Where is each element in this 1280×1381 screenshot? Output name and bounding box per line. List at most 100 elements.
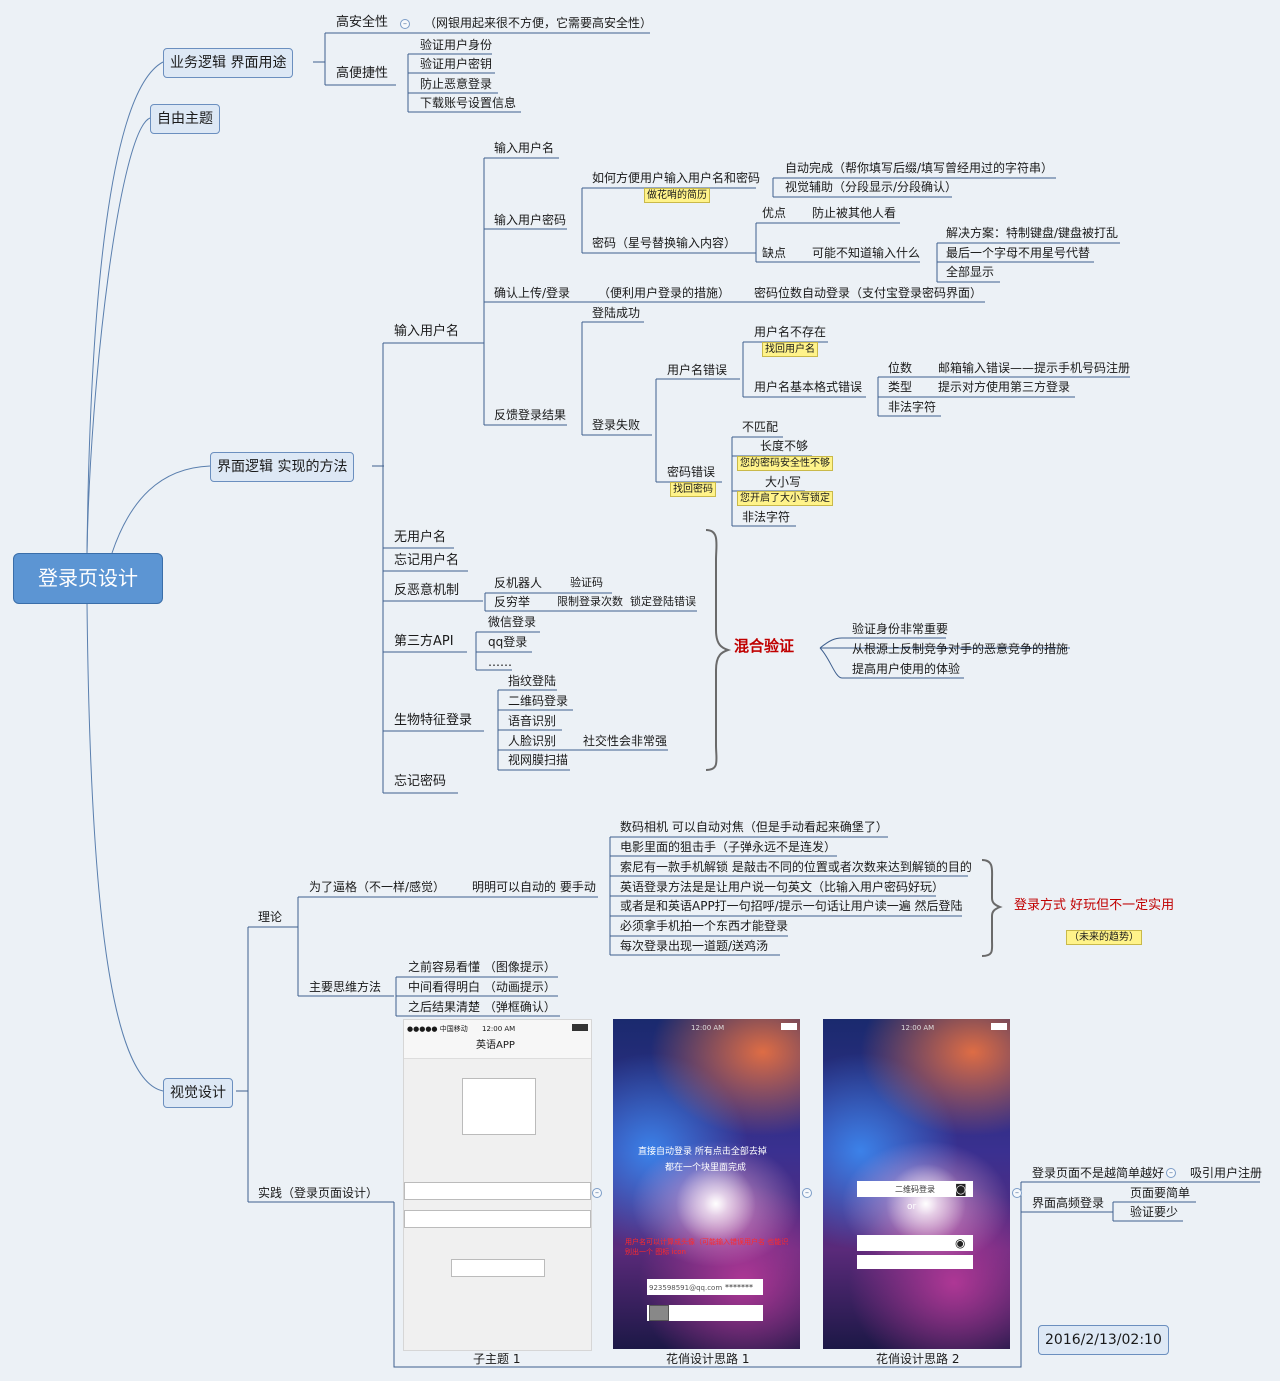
example-item[interactable]: 每次登录出现一道题/送鸡汤 xyxy=(620,939,769,953)
more-options[interactable]: …… xyxy=(488,655,512,669)
business-logic-node[interactable]: 业务逻辑 界面用途 xyxy=(163,48,294,78)
third-party-api[interactable]: 第三方API xyxy=(394,634,454,649)
camera-icon[interactable]: ◙ xyxy=(955,1182,967,1196)
fun-conclusion[interactable]: 登录方式 好玩但不一定实用 xyxy=(1014,898,1175,913)
collapse-toggle-icon[interactable]: – xyxy=(1166,1168,1176,1178)
digits[interactable]: 位数 xyxy=(888,361,913,375)
interface-logic-node[interactable]: 界面逻辑 实现的方法 xyxy=(210,452,355,482)
right-b[interactable]: 界面高频登录 xyxy=(1032,1196,1105,1210)
login-button[interactable] xyxy=(451,1259,545,1277)
practice[interactable]: 实践（登录页面设计） xyxy=(258,1186,379,1200)
login-success[interactable]: 登陆成功 xyxy=(592,306,641,320)
forgot-password[interactable]: 忘记密码 xyxy=(394,774,447,789)
right-a[interactable]: 登录页面不是越简单越好 xyxy=(1032,1166,1165,1180)
lock-error[interactable]: 锁定登陆错误 xyxy=(630,595,696,608)
limit-attempts[interactable]: 限制登录次数 xyxy=(557,595,623,608)
free-topic-node[interactable]: 自由主题 xyxy=(150,104,220,134)
input-username[interactable]: 输入用户名 xyxy=(494,141,555,155)
fingerprint[interactable]: 指纹登陆 xyxy=(508,674,557,688)
business-item[interactable]: 下载账号设置信息 xyxy=(420,96,517,110)
mixed-verify[interactable]: 混合验证 xyxy=(734,637,795,655)
business-item[interactable]: 防止恶意登录 xyxy=(420,77,493,91)
autocomplete[interactable]: 自动完成（帮你填写后缀/填写曾经用过的字符串） xyxy=(785,161,1054,175)
cons-detail[interactable]: 可能不知道输入什么 xyxy=(812,246,921,260)
type-detail[interactable]: 提示对方使用第三方登录 xyxy=(938,380,1071,394)
input-username-main[interactable]: 输入用户名 xyxy=(394,324,460,339)
retina-scan[interactable]: 视网膜扫描 xyxy=(508,753,569,767)
confirm-upload[interactable]: 确认上传/登录 xyxy=(494,286,571,300)
voice-recognition[interactable]: 语音识别 xyxy=(508,714,557,728)
mixed-item[interactable]: 从根源上反制竞争对手的恶意竞争的措施 xyxy=(852,642,1069,656)
wechat-login[interactable]: 微信登录 xyxy=(488,615,537,629)
collapse-toggle-icon[interactable]: – xyxy=(802,1188,812,1198)
forgot-username[interactable]: 忘记用户名 xyxy=(394,553,460,568)
pwd-digits[interactable]: 密码位数自动登录（支付宝登录密码界面） xyxy=(754,286,983,300)
force-detail[interactable]: 明明可以自动的 要手动 xyxy=(472,880,596,894)
username-input[interactable] xyxy=(404,1182,591,1200)
password-star[interactable]: 密码（星号替换输入内容） xyxy=(592,236,737,250)
collapse-toggle-icon[interactable]: – xyxy=(1012,1188,1022,1198)
right-a-detail[interactable]: 吸引用户注册 xyxy=(1190,1166,1263,1180)
feedback[interactable]: 反馈登录结果 xyxy=(494,408,567,422)
username-error[interactable]: 用户名错误 xyxy=(667,363,728,377)
avatar-input[interactable] xyxy=(647,1305,763,1321)
qrcode-login-button[interactable]: 二维码登录 ◙ xyxy=(857,1181,973,1197)
password-input[interactable]: ◉ xyxy=(857,1235,973,1251)
main-method[interactable]: 主要思维方法 xyxy=(309,980,382,994)
eye-icon[interactable]: ◉ xyxy=(955,1236,966,1250)
theory[interactable]: 理论 xyxy=(258,910,283,924)
captcha[interactable]: 验证码 xyxy=(570,576,603,589)
password-input[interactable] xyxy=(404,1210,591,1228)
right-b-item[interactable]: 验证要少 xyxy=(1130,1205,1179,1219)
password-error[interactable]: 密码错误 xyxy=(667,465,716,479)
anti-robot[interactable]: 反机器人 xyxy=(494,576,543,590)
extra-input[interactable] xyxy=(857,1255,973,1269)
pros[interactable]: 优点 xyxy=(762,206,787,220)
business-item[interactable]: 验证用户身份 xyxy=(420,38,493,52)
caps[interactable]: 大小写 xyxy=(765,475,802,489)
method-item[interactable]: 中间看得明白 （动画提示） xyxy=(408,980,556,994)
collapse-toggle-icon[interactable]: – xyxy=(400,19,410,29)
collapse-toggle-icon[interactable]: – xyxy=(592,1188,602,1198)
username-format[interactable]: 用户名基本格式错误 xyxy=(754,380,863,394)
example-item[interactable]: 必须拿手机拍一个东西才能登录 xyxy=(620,919,789,933)
qrcode-login[interactable]: 二维码登录 xyxy=(508,694,569,708)
illegal-char-2[interactable]: 非法字符 xyxy=(742,510,791,524)
anti-brute[interactable]: 反穷举 xyxy=(494,595,531,609)
example-item[interactable]: 英语登录方法是是让用户说一句英文（比输入用户密码好玩） xyxy=(620,880,945,894)
example-item[interactable]: 索尼有一款手机解锁 是敲击不同的位置或者次数来达到解锁的目的 xyxy=(620,860,972,874)
qq-login[interactable]: qq登录 xyxy=(488,635,528,649)
login-fail[interactable]: 登录失败 xyxy=(592,418,641,432)
mismatch[interactable]: 不匹配 xyxy=(742,420,779,434)
face-recognition[interactable]: 人脸识别 xyxy=(508,734,557,748)
force[interactable]: 为了逼格（不一样/感觉） xyxy=(309,880,446,894)
pros-detail[interactable]: 防止被其他人看 xyxy=(812,206,897,220)
high-security[interactable]: 高安全性 xyxy=(336,15,389,30)
business-item[interactable]: 验证用户密钥 xyxy=(420,57,493,71)
digits-detail[interactable]: 邮箱输入错误——提示手机号码注册 xyxy=(938,361,1131,375)
username-not-exist[interactable]: 用户名不存在 xyxy=(754,325,827,339)
cons[interactable]: 缺点 xyxy=(762,246,787,260)
mixed-item[interactable]: 提高用户使用的体验 xyxy=(852,662,961,676)
example-item[interactable]: 或者是和英语APP打一句招呼/提示一句话让用户读一遍 然后登陆 xyxy=(620,899,963,913)
visual-design-node[interactable]: 视觉设计 xyxy=(163,1078,233,1108)
too-short[interactable]: 长度不够 xyxy=(760,439,809,453)
account-input[interactable]: 923598591@qq.com ******* xyxy=(647,1279,763,1295)
last-char[interactable]: 最后一个字母不用星号代替 xyxy=(946,246,1091,260)
example-item[interactable]: 数码相机 可以自动对焦（但是手动看起来确堡了） xyxy=(620,820,888,834)
solution[interactable]: 解决方案：特制键盘/键盘被打乱 xyxy=(946,226,1119,240)
method-item[interactable]: 之后结果清楚 （弹框确认） xyxy=(408,1000,556,1014)
illegal-char[interactable]: 非法字符 xyxy=(888,400,937,414)
show-all[interactable]: 全部显示 xyxy=(946,265,995,279)
social[interactable]: 社交性会非常强 xyxy=(583,734,668,748)
how-convenient[interactable]: 如何方便用户输入用户名和密码 xyxy=(592,171,761,185)
example-item[interactable]: 电影里面的狙击手（子弹永远不是连发） xyxy=(620,840,837,854)
method-item[interactable]: 之前容易看懂 （图像提示） xyxy=(408,960,556,974)
biometric-login[interactable]: 生物特征登录 xyxy=(394,713,473,728)
root-topic[interactable]: 登录页设计 xyxy=(13,553,163,604)
visual-aid[interactable]: 视觉辅助（分段显示/分段确认） xyxy=(785,180,958,194)
type[interactable]: 类型 xyxy=(888,380,913,394)
right-b-item[interactable]: 页面要简单 xyxy=(1130,1186,1191,1200)
mixed-item[interactable]: 验证身份非常重要 xyxy=(852,622,949,636)
no-username[interactable]: 无用户名 xyxy=(394,530,447,545)
